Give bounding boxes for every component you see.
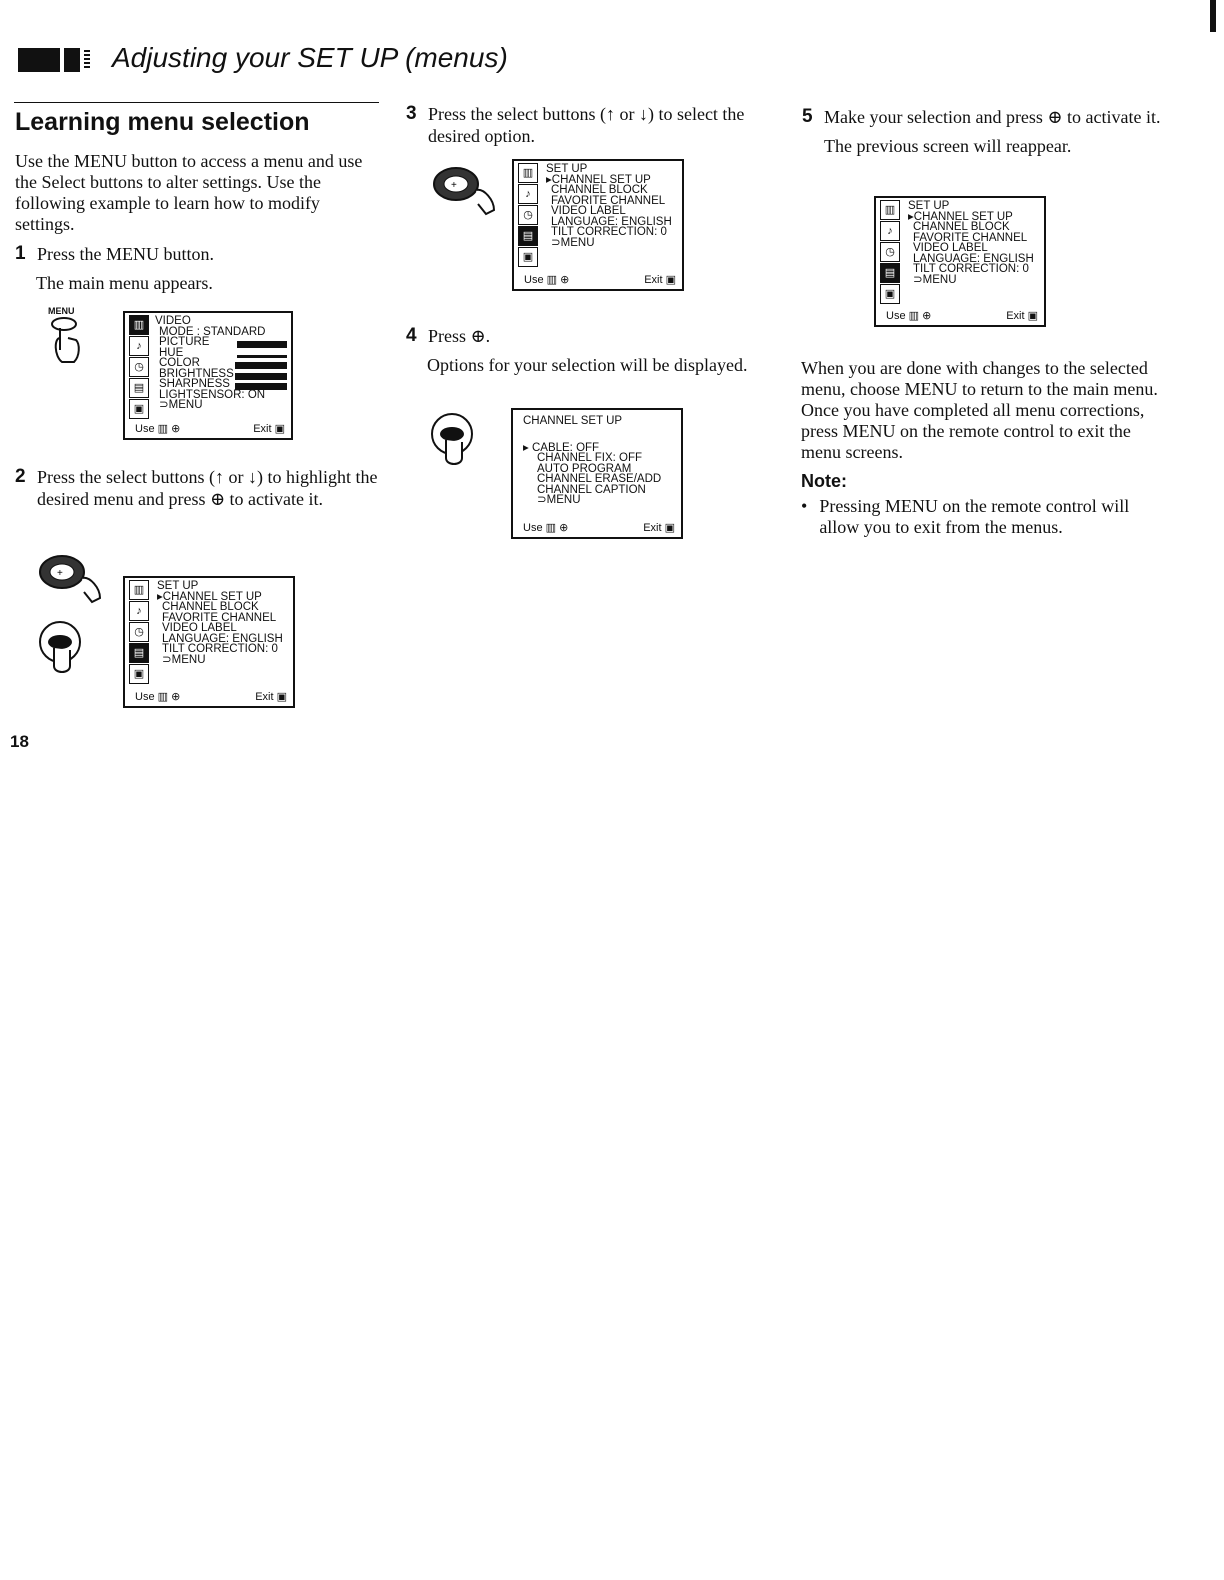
bullet-icon: • [801,496,808,516]
menu-exit-icon: ▣ [274,422,285,435]
sharpness-level-bar [235,383,287,390]
step-4-text: Press ⊕. [428,326,491,346]
hue-level-bar [237,355,287,358]
menu-exit-icon: ▣ [664,521,675,534]
picture-level-bar [237,341,287,348]
column-2: 3 Press the select buttons (↑ or ↓) to s… [406,103,766,147]
page-number: 18 [10,732,29,751]
step-2-text: Press the select buttons (↑ or ↓) to hig… [37,467,378,509]
osd-icon-strip: ▥ ♪ ◷ ▤ ▣ [129,315,151,420]
select-button-press-icon: + [433,167,496,216]
closing-section: When you are done with changes to the se… [801,358,1173,538]
section-heading: Learning menu selection [15,108,310,136]
step-1-text: Press the MENU button. [37,244,214,264]
caption-tab-icon: ▣ [880,284,900,304]
step-2: 2 Press the select buttons (↑ or ↓) to h… [15,466,380,510]
page-title: Adjusting your SET UP (menus) [112,42,508,73]
step-1: 1 Press the MENU button. [15,243,214,264]
note-heading: Note: [801,471,847,491]
setup-tab-icon: ▤ [129,643,149,663]
updown-icon: ▥ [157,690,169,703]
enter-icon: ⊕ [922,309,932,322]
timer-tab-icon: ◷ [129,622,149,642]
osd-main-lines: VIDEO MODE : STANDARD PICTURE HUE COLOR … [155,316,287,411]
updown-icon: ▥ [546,273,558,286]
timer-tab-icon: ◷ [518,205,538,225]
updown-button-press-icon [39,621,81,673]
menu-button-press-icon [51,317,80,363]
step-1-result: The main menu appears. [36,273,213,293]
step-3-text: Press the select buttons (↑ or ↓) to sel… [428,104,745,146]
setup-tab-icon: ▤ [880,263,900,283]
osd-channel-setup: CHANNEL SET UP ▸ CABLE: OFF CHANNEL FIX:… [511,408,683,539]
timer-tab-icon: ◷ [129,357,149,377]
osd-main-menu: ▥ ♪ ◷ ▤ ▣ VIDEO MODE : STANDARD PICTURE … [123,311,293,440]
step-3: 3 Press the select buttons (↑ or ↓) to s… [406,103,766,147]
note-text: Pressing MENU on the remote control will… [819,496,1130,537]
video-tab-icon: ▥ [880,200,900,220]
video-tab-icon: ▥ [518,163,538,183]
edge-tab-mark [1210,0,1216,32]
svg-text:+: + [451,180,457,191]
menu-exit-icon: ▣ [665,273,676,286]
color-level-bar [235,362,287,369]
updown-icon: ▥ [157,422,169,435]
setup-tab-icon: ▤ [129,378,149,398]
intro-paragraph: Use the MENU button to access a menu and… [15,151,363,234]
menu-exit-icon: ▣ [276,690,287,703]
osd-setup-menu-step5: ▥ ♪ ◷ ▤ ▣ SET UP ▸CHANNEL SET UP CHANNEL… [874,196,1046,327]
audio-tab-icon: ♪ [129,336,149,356]
updown-icon: ▥ [545,521,557,534]
enter-button-press-icon [431,413,473,465]
column-3: 5 Make your selection and press ⊕ to act… [802,106,1172,157]
osd-setup-menu-step3: ▥ ♪ ◷ ▤ ▣ SET UP ▸CHANNEL SET UP CHANNEL… [512,159,684,291]
step-4-result: Options for your selection will be displ… [427,355,748,375]
svg-text:+: + [57,568,63,579]
section-rule [14,102,379,103]
closing-paragraph: When you are done with changes to the se… [801,358,1158,462]
note-item: • Pressing MENU on the remote control wi… [801,496,1173,538]
setup-tab-icon: ▤ [518,226,538,246]
audio-tab-icon: ♪ [880,221,900,241]
video-tab-icon: ▥ [129,315,149,335]
step-4: 4 Press ⊕. Options for your selection wi… [406,325,766,376]
menu-exit-icon: ▣ [1027,309,1038,322]
enter-icon: ⊕ [560,273,570,286]
brightness-level-bar [235,373,287,380]
select-button-press-icon: + [39,555,102,604]
caption-tab-icon: ▣ [518,247,538,267]
caption-tab-icon: ▣ [129,664,149,684]
caption-tab-icon: ▣ [129,399,149,419]
osd-channel-title: CHANNEL SET UP [523,415,623,427]
osd-footer: Use ▥ ⊕ Exit ▣ [135,422,285,435]
updown-icon: ▥ [908,309,920,322]
column-1: Learning menu selection Use the MENU but… [15,108,380,294]
timer-tab-icon: ◷ [880,242,900,262]
step-5-text: Make your selection and press ⊕ to activ… [824,107,1161,127]
osd-setup-menu-step2: ▥ ♪ ◷ ▤ ▣ SET UP ▸CHANNEL SET UP CHANNEL… [123,576,295,708]
video-tab-icon: ▥ [129,580,149,600]
header-blocks [18,48,90,72]
audio-tab-icon: ♪ [518,184,538,204]
enter-icon: ⊕ [171,422,181,435]
audio-tab-icon: ♪ [129,601,149,621]
menu-button-label: MENU [48,306,75,316]
enter-icon: ⊕ [559,521,569,534]
step-5-result: The previous screen will reappear. [824,136,1072,156]
step-5: 5 Make your selection and press ⊕ to act… [802,106,1161,127]
enter-icon: ⊕ [171,690,181,703]
